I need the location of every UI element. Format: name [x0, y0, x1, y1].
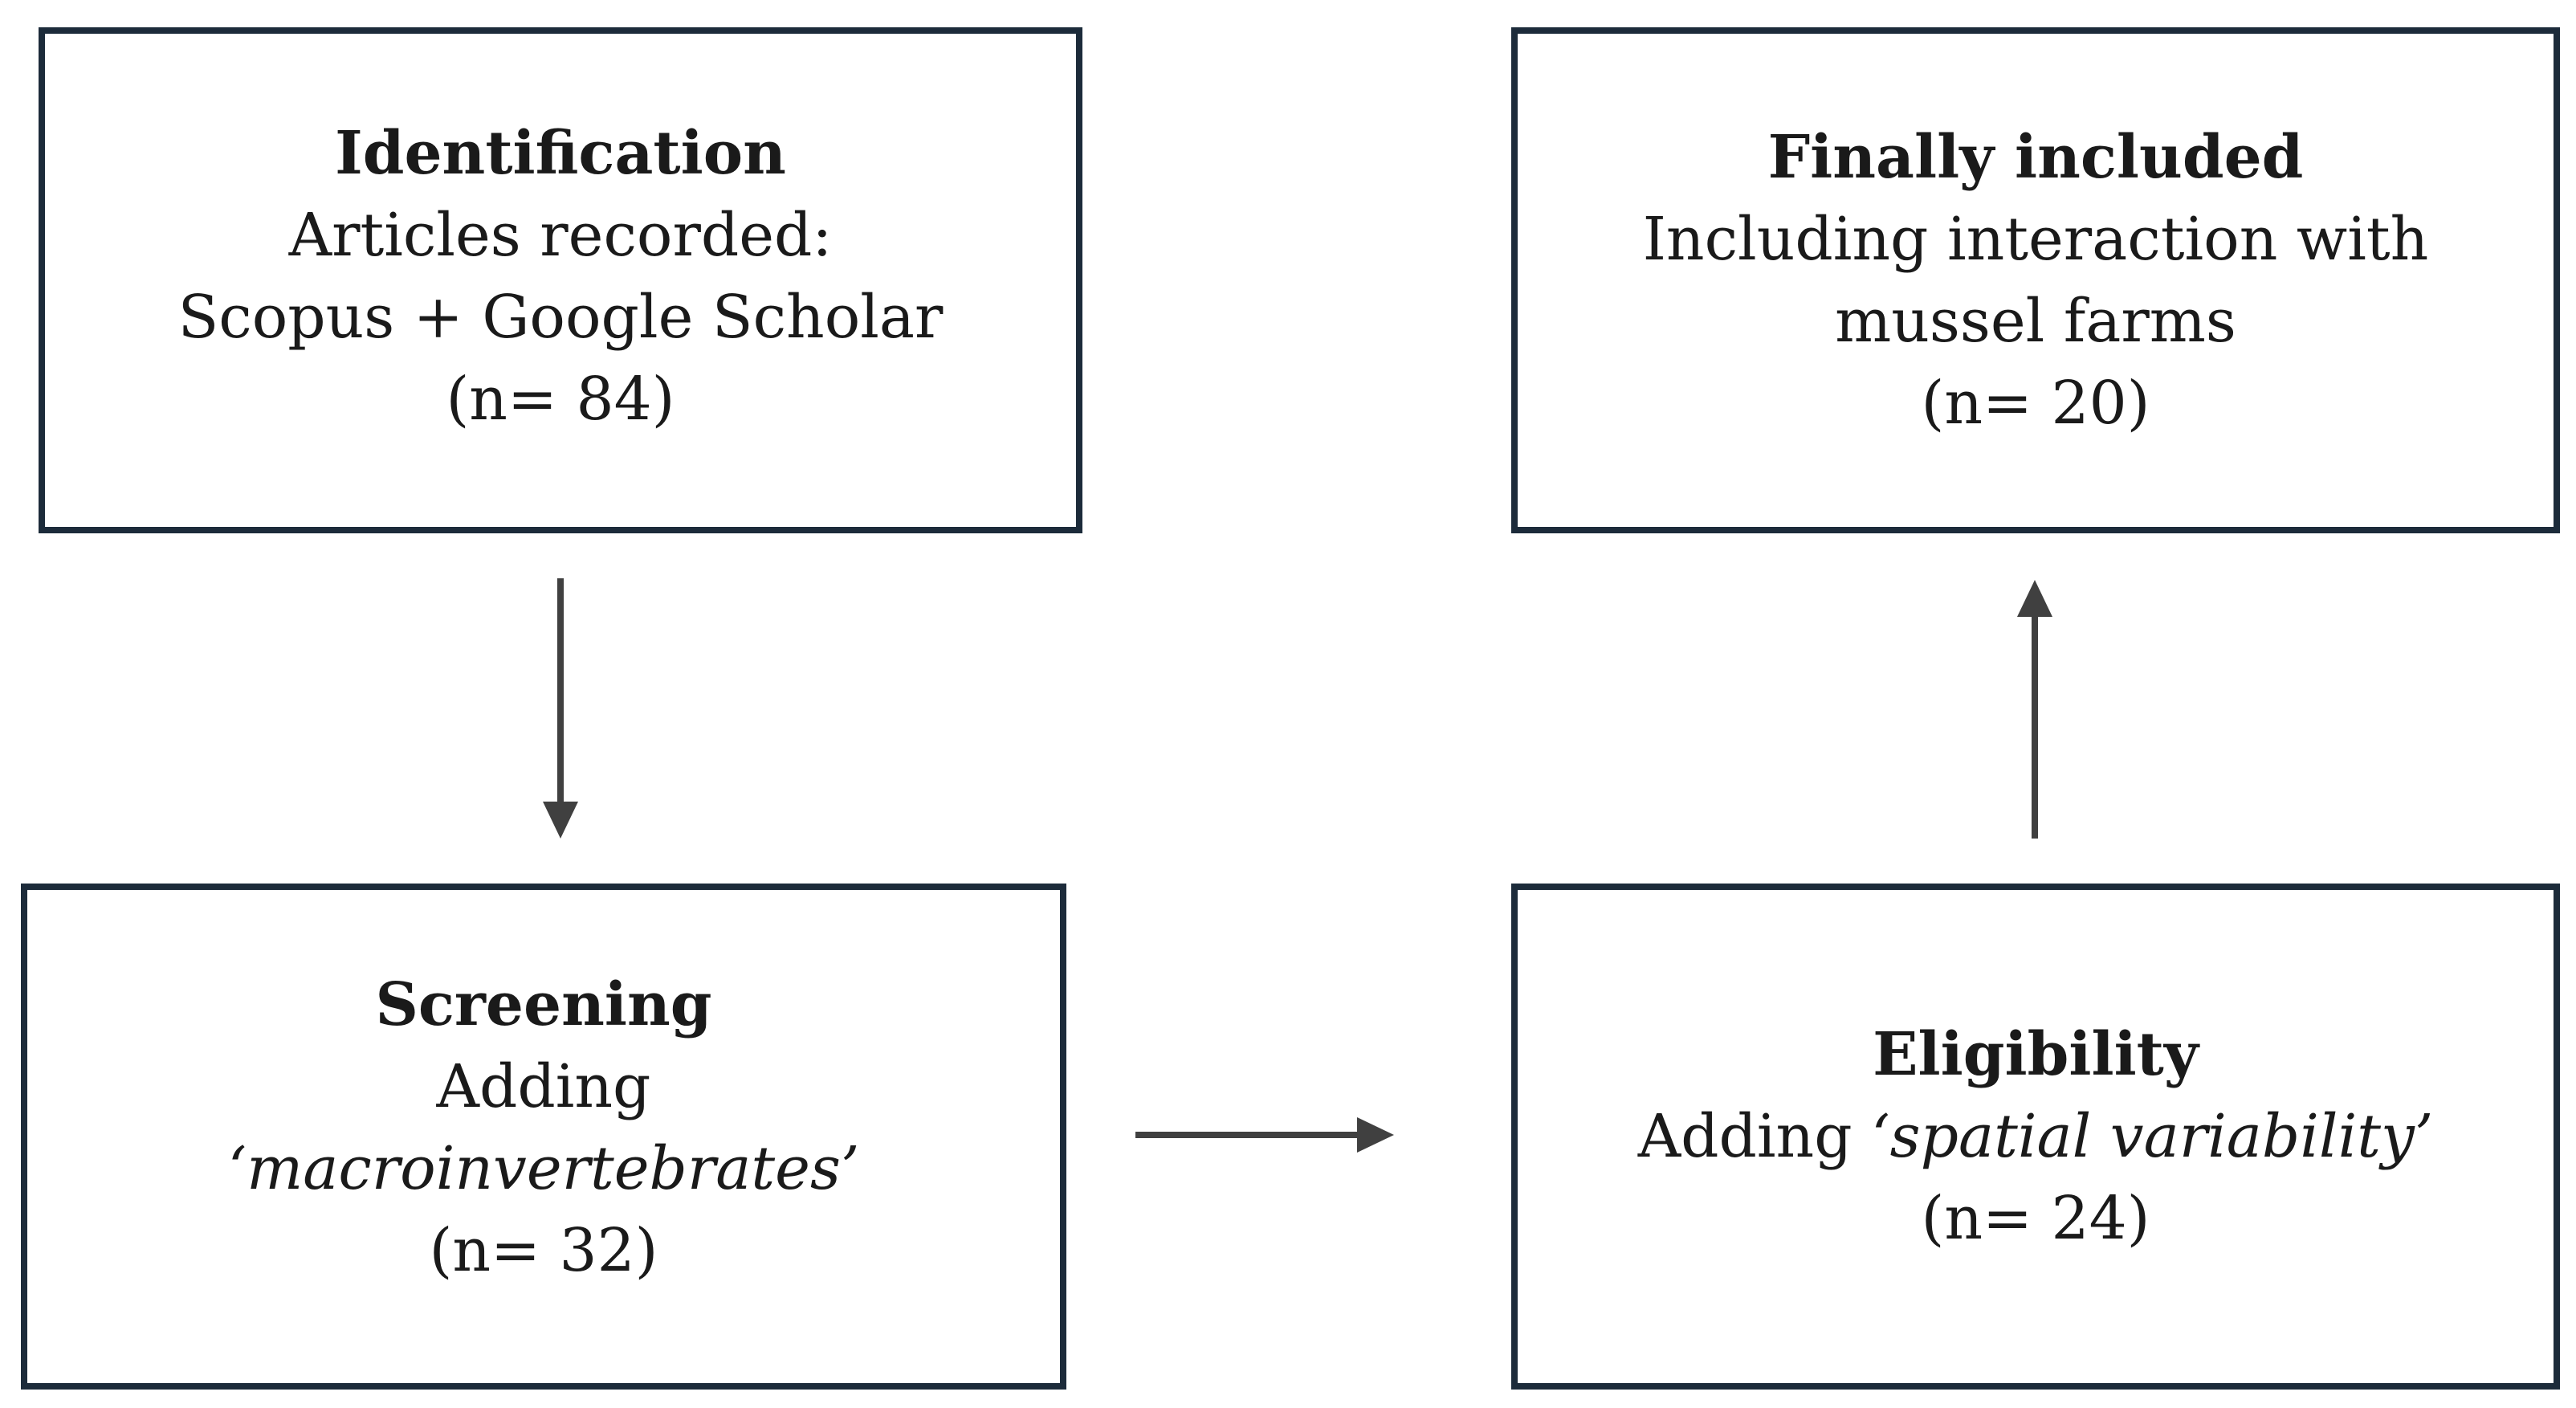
arrow-eligibility-to-final — [2017, 580, 2052, 839]
arrow-screening-to-eligibility — [1135, 1117, 1394, 1153]
screening-line-1: Adding — [436, 1052, 651, 1121]
eligibility-title: Eligibility — [1873, 1020, 2199, 1089]
screening-count: (n= 32) — [429, 1216, 658, 1285]
screening-title: Screening — [375, 970, 712, 1039]
arrow-identification-to-screening — [543, 578, 578, 839]
identification-box: Identification Articles recorded: Scopus… — [39, 27, 1082, 533]
final-included-line-1: Including interaction with — [1642, 205, 2429, 274]
identification-line-1: Articles recorded: — [288, 201, 833, 270]
final-included-box: Finally included Including interaction w… — [1511, 27, 2560, 533]
identification-line-2: Scopus + Google Scholar — [177, 283, 944, 352]
screening-box: Screening Adding ‘macroinvertebrates’ (n… — [21, 884, 1066, 1390]
screening-line-2: ‘macroinvertebrates’ — [227, 1134, 860, 1203]
eligibility-count: (n= 24) — [1921, 1184, 2150, 1253]
final-included-count: (n= 20) — [1921, 369, 2150, 438]
eligibility-line-1-term: ‘spatial variability’ — [1871, 1102, 2434, 1171]
eligibility-line-1: Adding ‘spatial variability’ — [1638, 1096, 2434, 1177]
identification-title: Identification — [335, 119, 786, 188]
final-included-line-2: mussel farms — [1835, 287, 2236, 356]
eligibility-line-1-prefix: Adding — [1637, 1102, 1872, 1171]
identification-count: (n= 84) — [446, 365, 675, 434]
final-included-title: Finally included — [1767, 123, 2304, 192]
eligibility-box: Eligibility Adding ‘spatial variability’… — [1511, 884, 2560, 1390]
